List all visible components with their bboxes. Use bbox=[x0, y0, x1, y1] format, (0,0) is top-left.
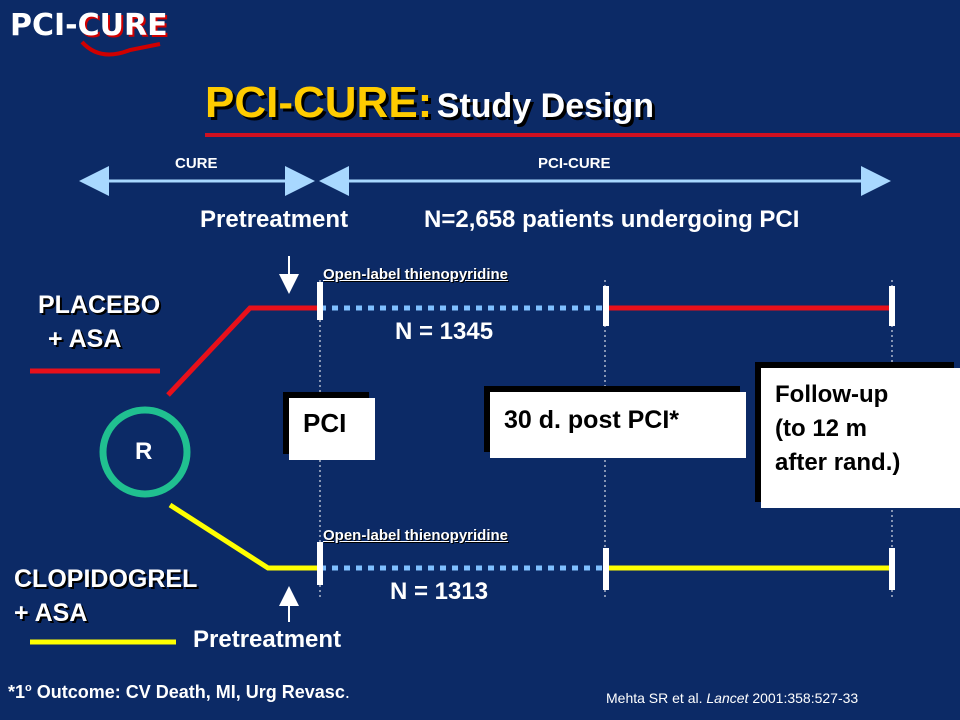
footnote: *1o Outcome: CV Death, MI, Urg Revasc. bbox=[8, 682, 350, 703]
title-sub: Study Design bbox=[436, 87, 655, 125]
pretreatment-top-label: Pretreatment bbox=[200, 206, 349, 233]
followup-line1: Follow-up bbox=[775, 381, 889, 408]
randomization-label: R bbox=[135, 438, 153, 465]
placebo-label: PLACEBO + ASA bbox=[38, 288, 160, 356]
reference-cite: 2001:358:527-33 bbox=[748, 690, 859, 706]
followup-box: Follow-up (to 12 m after rand.) bbox=[761, 368, 960, 508]
clopidogrel-arm-line bbox=[168, 502, 320, 571]
followup-line2: (to 12 m bbox=[775, 415, 868, 442]
clopidogrel-label: CLOPIDOGREL + ASA bbox=[14, 562, 197, 630]
placebo-line1: PLACEBO bbox=[38, 291, 161, 319]
pci-box: PCI bbox=[289, 398, 375, 460]
logo-cure: CURE bbox=[77, 8, 168, 43]
pci-cure-logo: PCI-CURE bbox=[10, 8, 168, 43]
clopidogrel-line2: + ASA bbox=[14, 599, 88, 627]
reference: Mehta SR et al. Lancet 2001:358:527-33 bbox=[606, 690, 858, 706]
randomization-circle bbox=[99, 406, 191, 498]
pci-cure-label: PCI-CURE bbox=[538, 155, 611, 172]
title-main: PCI-CURE: bbox=[205, 78, 433, 127]
clopidogrel-open-label: Open-label thienopyridine bbox=[323, 527, 509, 544]
logo-swoosh bbox=[80, 40, 161, 57]
followup-line3: after rand.) bbox=[775, 449, 901, 476]
footnote-sup: o bbox=[25, 682, 32, 694]
placebo-open-label: Open-label thienopyridine bbox=[323, 266, 509, 283]
title-underline bbox=[205, 133, 960, 137]
page-title: PCI-CURE: Study Design bbox=[205, 78, 654, 128]
footnote-end: . bbox=[344, 682, 350, 702]
reference-authors: Mehta SR et al. bbox=[606, 690, 707, 706]
population-label: N=2,658 patients undergoing PCI bbox=[424, 206, 800, 233]
footnote-text: Outcome: CV Death, MI, Urg Revasc bbox=[31, 682, 345, 702]
reference-journal: Lancet bbox=[706, 690, 749, 706]
placebo-line2: + ASA bbox=[48, 325, 122, 353]
placebo-arm-line bbox=[166, 305, 320, 397]
cure-label: CURE bbox=[175, 155, 218, 172]
logo-pci: PCI- bbox=[10, 8, 78, 43]
clopidogrel-line1: CLOPIDOGREL bbox=[14, 565, 198, 593]
clopidogrel-n: N = 1313 bbox=[390, 578, 489, 605]
footnote-prefix: *1 bbox=[8, 682, 26, 702]
post-pci-box: 30 d. post PCI* bbox=[490, 392, 746, 458]
placebo-n: N = 1345 bbox=[395, 318, 494, 345]
pretreatment-bottom-label: Pretreatment bbox=[193, 626, 342, 653]
